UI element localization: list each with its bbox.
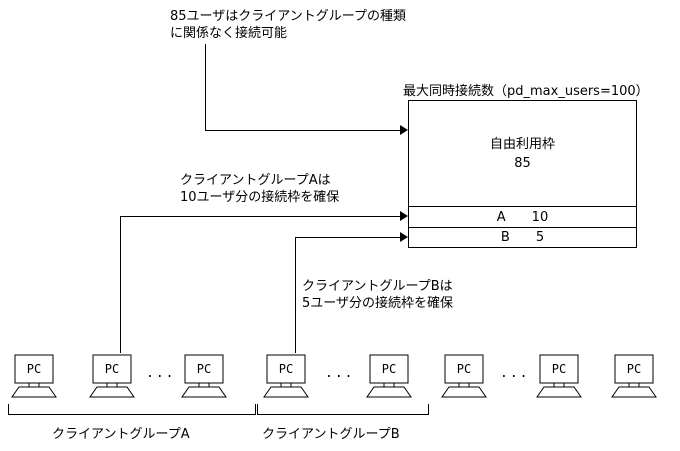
- pc-icon: PC: [180, 354, 228, 400]
- pc-icon: PC: [262, 354, 310, 400]
- group-b-label: クライアントグループB: [262, 427, 400, 442]
- group-a-arrowhead-icon: [400, 211, 408, 221]
- group-b-arrow-hline: [295, 237, 400, 238]
- group-a-annotation: クライアントグループAは 10ユーザ分の接続枠を確保: [180, 172, 339, 206]
- quota-row-b: B 5: [409, 228, 636, 247]
- quota-row-a-value: 10: [531, 209, 549, 225]
- ellipsis: ...: [325, 366, 355, 381]
- pc-label: PC: [105, 362, 119, 376]
- ellipsis: ...: [500, 366, 530, 381]
- group-a-label: クライアントグループA: [52, 427, 190, 442]
- pc-label: PC: [457, 362, 471, 376]
- group-b-arrow-vline: [295, 237, 296, 353]
- group-b-annotation: クライアントグループBは 5ユーザ分の接続枠を確保: [302, 278, 453, 312]
- pc-icon: PC: [88, 354, 136, 400]
- quota-row-b-value: 5: [535, 230, 545, 245]
- top-annotation-line1: 85ユーザはクライアントグループの種類: [170, 9, 406, 24]
- pc-icon: PC: [10, 354, 58, 400]
- group-b-annotation-line2: 5ユーザ分の接続枠を確保: [302, 296, 454, 311]
- pc-label: PC: [552, 362, 566, 376]
- pc-label: PC: [197, 362, 211, 376]
- free-quota-arrow-vline: [205, 44, 206, 131]
- free-quota-area: 自由利用枠 85: [409, 101, 636, 207]
- pc-label: PC: [279, 362, 293, 376]
- pc-icon: PC: [535, 354, 583, 400]
- group-a-annotation-line1: クライアントグループAは: [180, 173, 331, 188]
- pc-icon: PC: [440, 354, 488, 400]
- pc-label: PC: [627, 362, 641, 376]
- free-quota-arrow-hline: [205, 130, 400, 131]
- quota-row-a-name: A: [496, 209, 506, 225]
- quota-row-b-name: B: [500, 230, 510, 245]
- ellipsis: ...: [146, 366, 176, 381]
- group-a-annotation-line2: 10ユーザ分の接続枠を確保: [180, 190, 340, 205]
- pc-label: PC: [27, 362, 41, 376]
- pc-icon: PC: [610, 354, 658, 400]
- free-quota-arrowhead-icon: [400, 125, 408, 135]
- group-b-annotation-line1: クライアントグループBは: [302, 279, 453, 294]
- group-a-arrow-vline: [120, 216, 121, 353]
- group-a-bracket: [8, 404, 256, 415]
- group-a-arrow-hline: [120, 216, 400, 217]
- box-title: 最大同時接続数（pd_max_users=100）: [403, 84, 649, 99]
- top-annotation: 85ユーザはクライアントグループの種類 に関係なく接続可能: [170, 8, 406, 42]
- quota-row-a: A 10: [409, 207, 636, 228]
- group-b-arrowhead-icon: [400, 232, 408, 242]
- free-quota-value: 85: [514, 155, 531, 171]
- max-connections-box: 自由利用枠 85 A 10 B 5: [408, 100, 637, 248]
- pc-icon: PC: [365, 354, 413, 400]
- group-b-bracket: [257, 404, 429, 415]
- top-annotation-line2: に関係なく接続可能: [170, 26, 288, 41]
- free-quota-label: 自由利用枠: [489, 136, 555, 152]
- pc-label: PC: [382, 362, 396, 376]
